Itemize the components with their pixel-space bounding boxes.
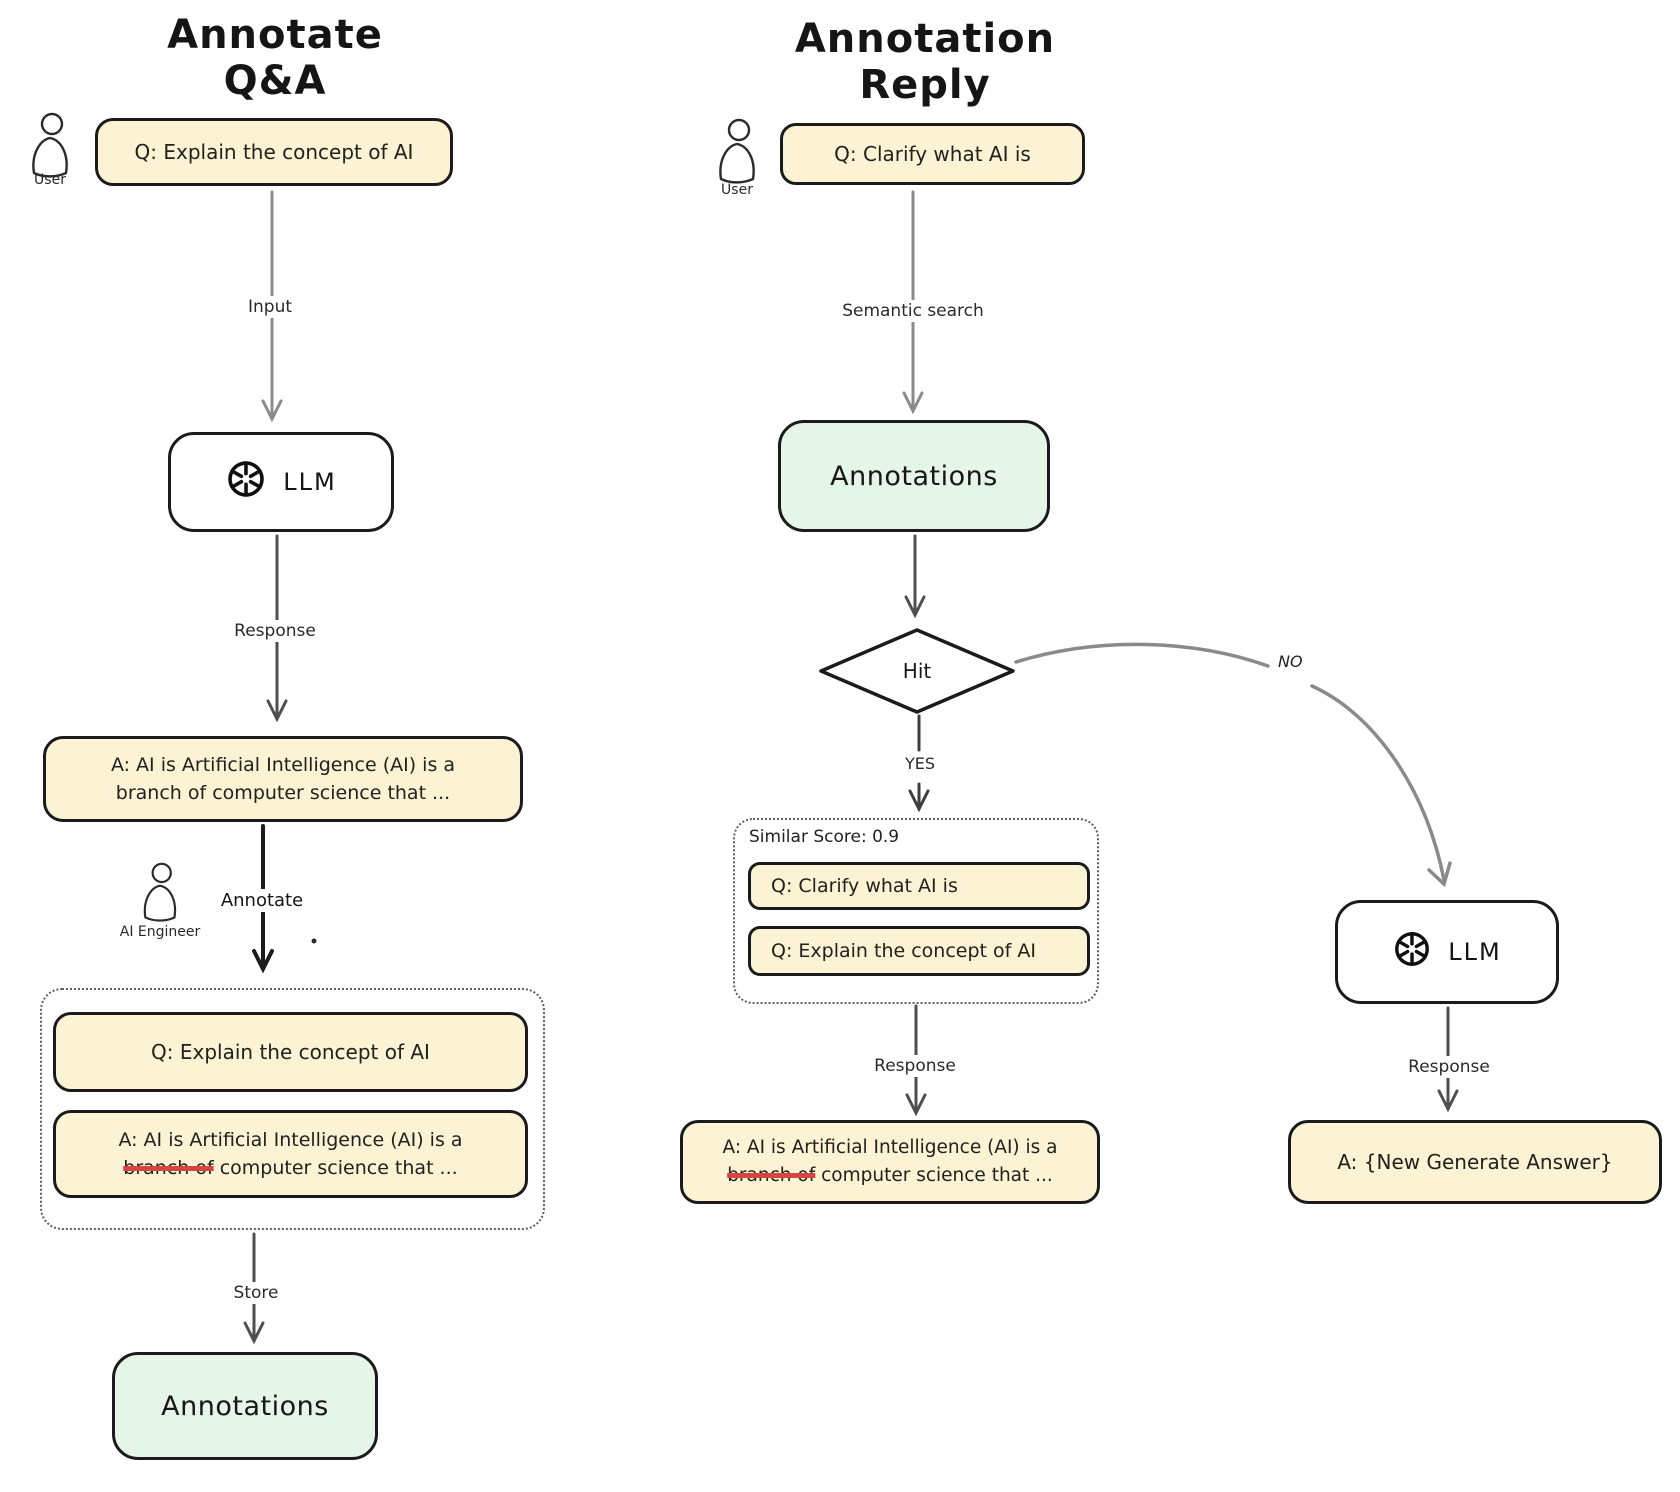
question-box-left: Q: Explain the concept of AI bbox=[95, 118, 453, 186]
annotate-label: Annotate bbox=[212, 889, 312, 912]
annotation-group-left bbox=[40, 988, 545, 1230]
matched-question-text-2: Q: Explain the concept of AI bbox=[771, 940, 1036, 962]
annotated-answer-rest: computer science that ... bbox=[213, 1157, 458, 1179]
annotations-label-right: Annotations bbox=[830, 460, 998, 492]
answer-line1-mid: A: AI is Artificial Intelligence (AI) is… bbox=[722, 1137, 1058, 1159]
llm-label-left: LLM bbox=[283, 468, 337, 496]
hit-label: Hit bbox=[902, 659, 932, 683]
annotated-question-box: Q: Explain the concept of AI bbox=[53, 1012, 528, 1092]
matched-question-text-1: Q: Clarify what AI is bbox=[771, 875, 958, 897]
question-box-right: Q: Clarify what AI is bbox=[780, 123, 1085, 185]
response-label-right: Response bbox=[1400, 1056, 1498, 1078]
annotated-answer-line2: branch of computer science that ... bbox=[118, 1154, 462, 1183]
ai-engineer-icon bbox=[138, 862, 180, 926]
match-result-group bbox=[733, 818, 1099, 1004]
annotated-question-text: Q: Explain the concept of AI bbox=[151, 1040, 430, 1064]
answer-line1-left: A: AI is Artificial Intelligence (AI) is… bbox=[110, 753, 456, 776]
no-label: NO bbox=[1278, 652, 1303, 671]
llm-label-right: LLM bbox=[1448, 938, 1502, 966]
store-label: Store bbox=[225, 1282, 287, 1304]
ink-dot bbox=[311, 938, 317, 944]
ai-engineer-label: AI Engineer bbox=[119, 924, 201, 940]
annotated-answer-box: A: AI is Artificial Intelligence (AI) is… bbox=[53, 1110, 528, 1198]
openai-logo-icon-right bbox=[1392, 929, 1432, 975]
llm-node-left: LLM bbox=[168, 432, 394, 532]
new-answer-text: A: {New Generate Answer} bbox=[1337, 1150, 1613, 1174]
annotations-to-hit-arrow bbox=[904, 534, 926, 619]
annotations-label-left: Annotations bbox=[161, 1390, 329, 1422]
answer-line2-left: branch of computer science that ... bbox=[115, 782, 451, 804]
answer-box-mid: A: AI is Artificial Intelligence (AI) is… bbox=[680, 1120, 1100, 1204]
answer-rest-mid: computer science that ... bbox=[815, 1165, 1053, 1186]
input-label: Input bbox=[239, 296, 301, 318]
yes-label: YES bbox=[896, 753, 944, 774]
right-flow-title: Annotation Reply bbox=[794, 16, 1056, 108]
struck-text-left: branch of bbox=[123, 1157, 214, 1179]
answer-line2-mid: branch of computer science that ... bbox=[722, 1162, 1057, 1190]
llm-node-right: LLM bbox=[1335, 900, 1559, 1004]
response-label-left: Response bbox=[226, 620, 324, 642]
user-icon-left bbox=[27, 112, 71, 182]
annotations-store-right: Annotations bbox=[778, 420, 1050, 532]
openai-logo-icon bbox=[225, 458, 267, 506]
question-text-right: Q: Clarify what AI is bbox=[834, 142, 1031, 166]
struck-text-mid: branch of bbox=[727, 1165, 816, 1186]
similar-score-label: Similar Score: 0.9 bbox=[749, 827, 900, 847]
answer-box-left: A: AI is Artificial Intelligence (AI) is… bbox=[43, 736, 523, 822]
user-icon-right bbox=[714, 118, 758, 188]
matched-question-box-2: Q: Explain the concept of AI bbox=[748, 926, 1090, 976]
semantic-search-label: Semantic search bbox=[834, 300, 992, 322]
left-flow-title: Annotate Q&A bbox=[167, 12, 383, 104]
hit-decision-node: Hit bbox=[817, 626, 1017, 716]
new-answer-box: A: {New Generate Answer} bbox=[1288, 1120, 1662, 1204]
user-label-right: User bbox=[721, 182, 753, 198]
annotations-store-left: Annotations bbox=[112, 1352, 378, 1460]
question-text-left: Q: Explain the concept of AI bbox=[134, 140, 414, 164]
response-label-mid: Response bbox=[866, 1055, 964, 1077]
user-label-left: User bbox=[34, 172, 66, 188]
matched-question-box-1: Q: Clarify what AI is bbox=[748, 862, 1090, 910]
annotated-answer-line1: A: AI is Artificial Intelligence (AI) is… bbox=[118, 1128, 463, 1151]
